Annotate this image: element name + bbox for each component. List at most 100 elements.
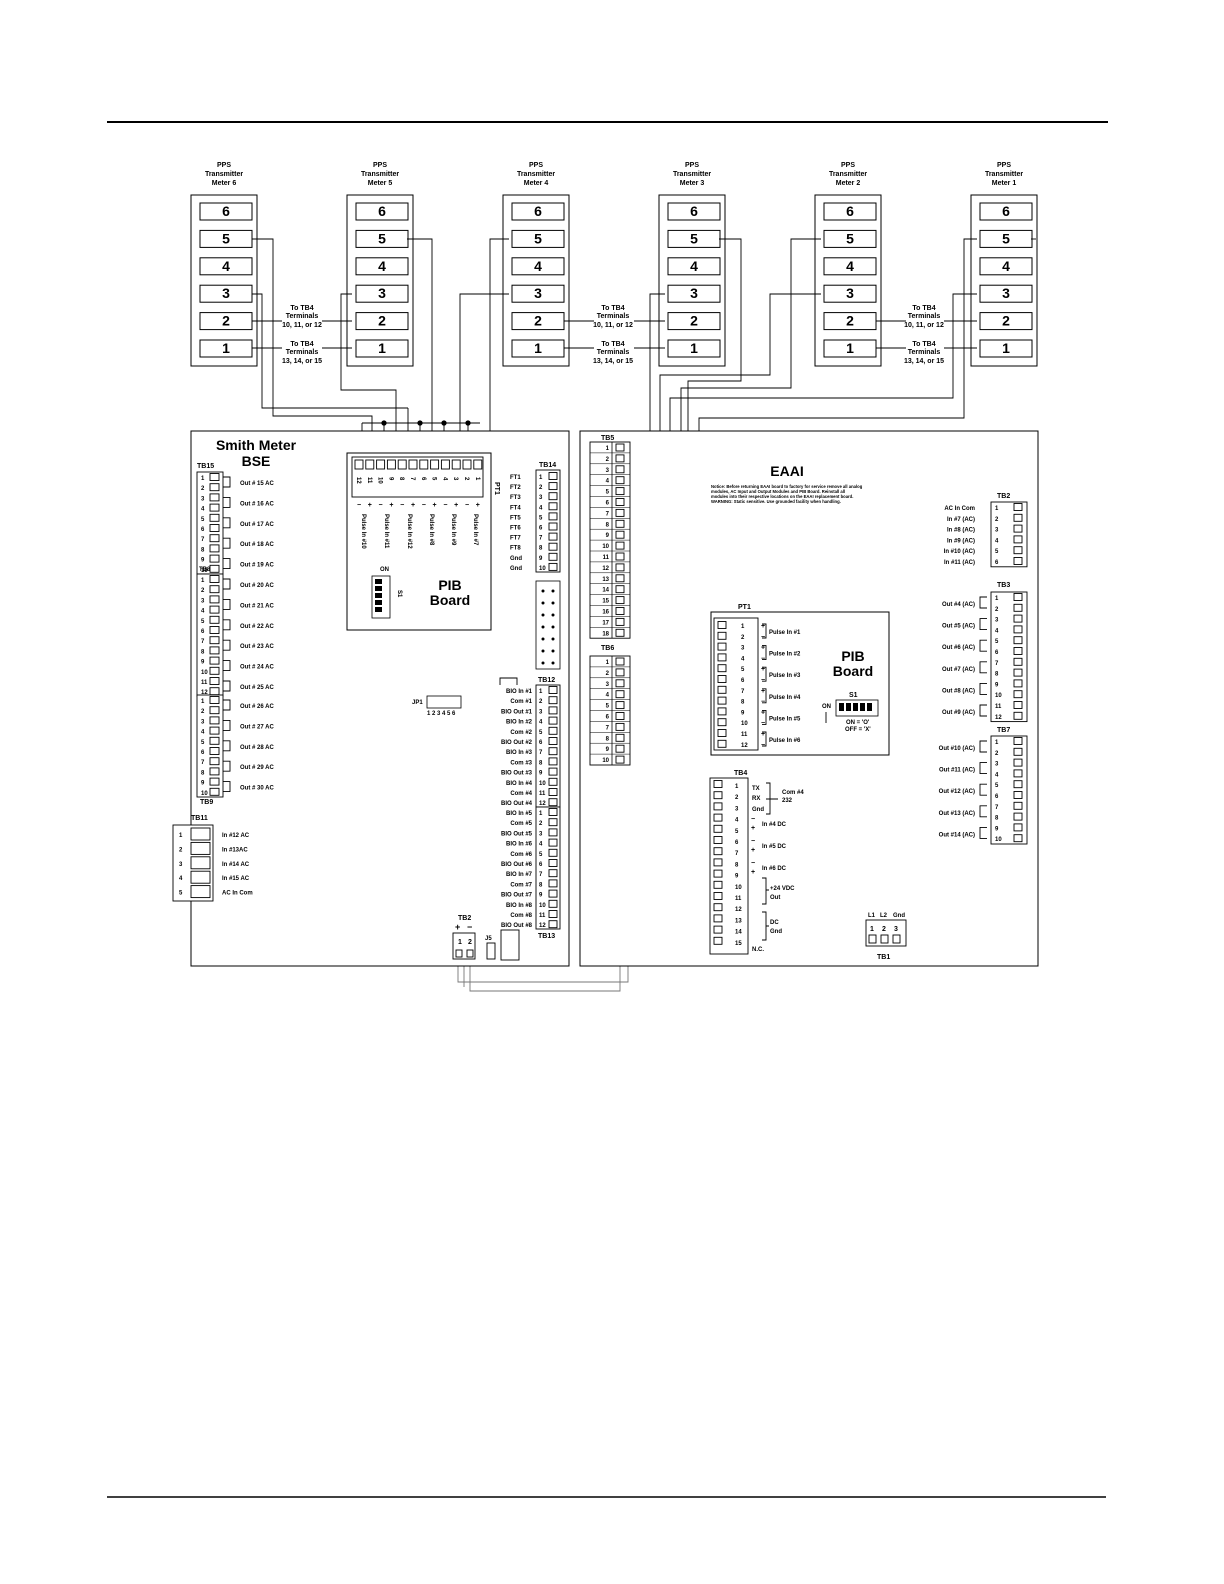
bio-screw[interactable]: [548, 788, 558, 796]
terminal-screw[interactable]: [209, 726, 220, 735]
eaai-pt1-screw[interactable]: [717, 621, 727, 629]
eaai-tb3-screw[interactable]: [1013, 636, 1023, 645]
eaai-tb2-screw[interactable]: [1013, 524, 1023, 533]
eaai-pt1-screw[interactable]: [717, 653, 727, 662]
meter-terminal[interactable]: [823, 202, 877, 221]
tb1-screw-3[interactable]: [892, 934, 901, 944]
tb11-screw[interactable]: [190, 856, 211, 870]
eaai-tb3-screw[interactable]: [1013, 614, 1023, 623]
bse-pt1-screw[interactable]: [365, 459, 375, 470]
tb14-screw[interactable]: [548, 552, 558, 561]
terminal-screw[interactable]: [209, 626, 220, 634]
tb11-screw[interactable]: [190, 827, 211, 841]
eaai-tb3-screw[interactable]: [1013, 690, 1023, 699]
tb14-screw[interactable]: [548, 502, 558, 511]
tb14-screw[interactable]: [548, 522, 558, 531]
terminal-screw[interactable]: [209, 493, 220, 502]
meter-terminal[interactable]: [355, 202, 409, 221]
tb4-screw[interactable]: [713, 813, 723, 822]
tb6-screw[interactable]: [615, 690, 625, 699]
terminal-screw[interactable]: [209, 696, 220, 704]
terminal-screw[interactable]: [209, 483, 220, 492]
terminal-screw[interactable]: [209, 524, 220, 532]
terminal-screw[interactable]: [209, 656, 220, 665]
meter-terminal[interactable]: [511, 284, 565, 303]
tb4-screw[interactable]: [713, 936, 723, 945]
tb5-screw[interactable]: [615, 574, 625, 583]
bse-pt1-screw[interactable]: [451, 459, 461, 470]
meter-terminal[interactable]: [511, 339, 565, 358]
tb6-screw[interactable]: [615, 755, 625, 764]
meter-terminal[interactable]: [667, 312, 721, 331]
eaai-pt1-screw[interactable]: [717, 718, 727, 727]
jp1-jumper[interactable]: [426, 695, 462, 709]
eaai-tb2-screw[interactable]: [1013, 557, 1023, 565]
tb14-screw[interactable]: [548, 512, 558, 521]
tb6-screw[interactable]: [615, 657, 625, 666]
bse-pt1-screw[interactable]: [430, 459, 440, 470]
tb1-screw-2[interactable]: [880, 934, 889, 944]
meter-terminal[interactable]: [199, 339, 253, 358]
eaai-tb3-screw[interactable]: [1013, 668, 1023, 677]
tb5-screw[interactable]: [615, 454, 625, 463]
tb5-screw[interactable]: [615, 508, 625, 517]
bse-pt1-screw[interactable]: [473, 459, 483, 470]
bio-screw[interactable]: [548, 899, 558, 908]
terminal-screw[interactable]: [209, 473, 220, 481]
eaai-tb7-screw[interactable]: [1013, 812, 1023, 821]
meter-terminal[interactable]: [511, 257, 565, 276]
tb4-screw[interactable]: [713, 847, 723, 856]
tb6-screw[interactable]: [615, 744, 625, 753]
meter-terminal[interactable]: [823, 284, 877, 303]
tb6-screw[interactable]: [615, 722, 625, 731]
bse-pt1-screw[interactable]: [419, 459, 429, 470]
tb4-screw[interactable]: [713, 892, 723, 900]
eaai-tb2-screw[interactable]: [1013, 513, 1023, 522]
terminal-screw[interactable]: [209, 513, 220, 522]
tb5-screw[interactable]: [615, 563, 625, 572]
tb4-screw[interactable]: [713, 914, 723, 923]
tb5-screw[interactable]: [615, 487, 625, 496]
tb4-screw[interactable]: [713, 836, 723, 844]
bio-screw[interactable]: [548, 757, 558, 766]
tb6-screw[interactable]: [615, 733, 625, 742]
bio-screw[interactable]: [548, 869, 558, 878]
tb5-screw[interactable]: [615, 552, 625, 561]
tb14-screw[interactable]: [548, 532, 558, 541]
terminal-screw[interactable]: [209, 677, 220, 685]
terminal-screw[interactable]: [209, 777, 220, 786]
bio-screw[interactable]: [548, 818, 558, 827]
bio-screw[interactable]: [548, 747, 558, 756]
eaai-tb3-screw[interactable]: [1013, 701, 1023, 709]
tb4-screw[interactable]: [713, 880, 723, 889]
meter-terminal[interactable]: [823, 257, 877, 276]
terminal-screw[interactable]: [209, 564, 220, 573]
tb6-screw[interactable]: [615, 668, 625, 677]
meter-terminal[interactable]: [355, 284, 409, 303]
meter-terminal[interactable]: [667, 257, 721, 276]
tb5-screw[interactable]: [615, 476, 625, 485]
tb5-screw[interactable]: [615, 607, 625, 615]
eaai-tb7-screw[interactable]: [1013, 769, 1023, 778]
terminal-screw[interactable]: [209, 747, 220, 755]
eaai-tb7-screw[interactable]: [1013, 823, 1023, 832]
terminal-screw[interactable]: [209, 716, 220, 725]
bio-screw[interactable]: [548, 879, 558, 888]
tb14-screw[interactable]: [548, 472, 558, 480]
meter-terminal[interactable]: [511, 202, 565, 221]
bio-screw[interactable]: [548, 889, 558, 898]
tb4-screw[interactable]: [713, 824, 723, 833]
terminal-screw[interactable]: [209, 605, 220, 614]
bio-screw[interactable]: [548, 706, 558, 715]
tb14-screw[interactable]: [548, 492, 558, 501]
tb5-screw[interactable]: [615, 498, 625, 506]
meter-terminal[interactable]: [979, 284, 1033, 303]
bio-screw[interactable]: [548, 859, 558, 867]
meter-terminal[interactable]: [979, 312, 1033, 331]
tb6-screw[interactable]: [615, 679, 625, 688]
tb4-screw[interactable]: [713, 802, 723, 811]
eaai-pt1-screw[interactable]: [717, 739, 727, 748]
eaai-tb7-screw[interactable]: [1013, 737, 1023, 745]
tb5-screw[interactable]: [615, 519, 625, 528]
tb1-screw-1[interactable]: [868, 934, 877, 944]
